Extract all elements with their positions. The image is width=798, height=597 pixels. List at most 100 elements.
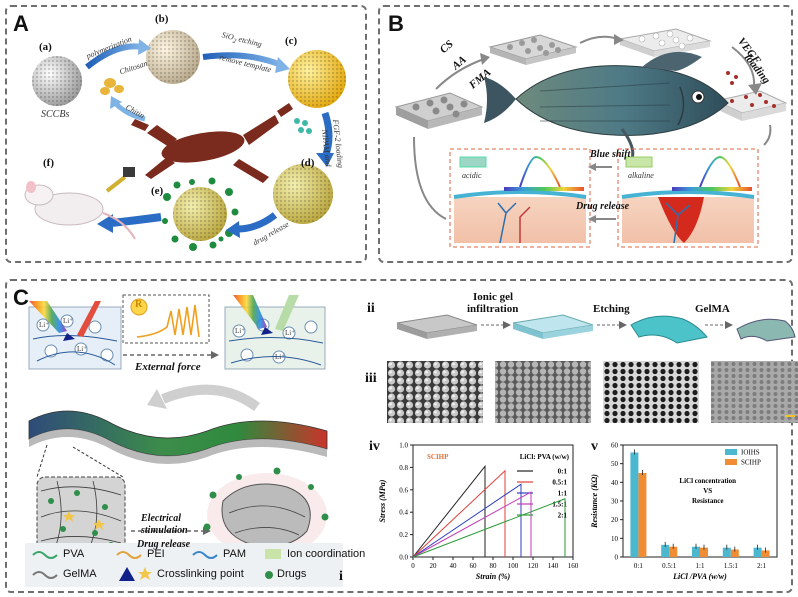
x-tick-label: 20 — [430, 562, 438, 570]
fgf2-dots — [294, 118, 312, 134]
arrow-d-e — [236, 212, 278, 233]
sub-iii-label: iii — [365, 371, 377, 386]
panel-a-letter: A — [13, 11, 29, 36]
y-tick-label: 0.2 — [399, 531, 408, 539]
arrow-right-to-alkaline — [763, 124, 772, 146]
chart-annotation: LiCl concentration — [679, 477, 736, 485]
y-tick-label: 0 — [615, 554, 619, 562]
y-axis-label: Stress (MPa) — [378, 479, 387, 522]
sub-iv-label: iv — [369, 439, 380, 454]
x-tick-label: 160 — [568, 562, 579, 570]
sub-v-label: v — [591, 439, 598, 454]
li-ion-1: Li⁺ — [39, 321, 49, 329]
network-top-right — [224, 295, 326, 370]
series-line-1:1 — [412, 483, 522, 558]
hydrogel-band — [28, 410, 328, 465]
legend-label-0.5:1: 0.5:1 — [552, 479, 567, 487]
sem-image-3 — [603, 361, 699, 423]
legend-crosslinking-point: Crosslinking point — [157, 568, 244, 580]
x-tick-label: 1.5:1 — [724, 562, 739, 570]
y-tick-label: 40 — [611, 479, 619, 487]
step-b-label: (b) — [155, 13, 169, 25]
y-tick-label: 0.8 — [399, 464, 408, 472]
legend-pei: PEI — [147, 548, 165, 560]
arrow-left — [435, 58, 485, 90]
panel-c: C — [5, 279, 798, 593]
curved-arrow — [161, 384, 260, 412]
y-tick-label: 10 — [611, 535, 619, 543]
legend-swatch-IOIHS — [725, 449, 737, 455]
panel-b-graphics — [394, 28, 788, 248]
arrow-to-left-slab — [413, 136, 447, 220]
sem-image-4 — [711, 361, 798, 423]
legend-label-SCIHP: SCIHP — [741, 459, 761, 467]
released-network — [203, 467, 329, 563]
step-e-label: (e) — [151, 185, 164, 197]
x-tick-label: 0 — [411, 562, 415, 570]
crayfish-image — [131, 103, 293, 183]
slab-right — [714, 90, 788, 121]
step-c-label: (c) — [285, 35, 298, 47]
x-tick-label: 2:1 — [757, 562, 766, 570]
panel-c-left-graphics — [25, 294, 343, 587]
alkaline-label: alkaline — [628, 171, 654, 180]
legend-label-0:1: 0:1 — [558, 468, 568, 476]
x-tick-label: 100 — [508, 562, 519, 570]
bar-SCIHP-0.5:1 — [669, 546, 678, 557]
acidic-box — [449, 148, 591, 248]
sccbs-label: SCCBs — [41, 109, 70, 120]
legend-ion-coordination: Ion coordination — [287, 548, 366, 560]
sphere-d — [273, 164, 333, 224]
step-f-label: (f) — [43, 157, 54, 169]
arrow-right-down — [731, 46, 756, 88]
fish-image — [484, 51, 729, 167]
li-ion-2: Li⁺ — [63, 317, 73, 325]
sphere-a — [32, 56, 82, 106]
y-tick-label: 60 — [611, 442, 619, 450]
mouse-image — [24, 167, 136, 240]
arrow-chitin — [113, 101, 146, 122]
infiltration-label: infiltration — [467, 303, 519, 315]
magnified-box — [36, 444, 126, 556]
step-a-label: (a) — [39, 41, 52, 53]
arrow-top — [579, 35, 619, 44]
panel-b: B — [378, 5, 793, 263]
series-line-0.5:1 — [412, 469, 506, 558]
legend-drugs: Drugs — [277, 568, 307, 580]
reflection-spectrum-box — [122, 294, 210, 344]
y-tick-label: 0.4 — [399, 509, 408, 517]
y-axis-label: Resistance (KΩ) — [590, 474, 599, 529]
legend-label-1:1: 1:1 — [558, 490, 568, 498]
y-tick-label: 20 — [611, 516, 619, 524]
bar-IOIHS-0.5:1 — [661, 544, 670, 557]
gelma-label: GelMA — [695, 303, 730, 315]
bar-SCIHP-2:1 — [761, 550, 770, 557]
chart-annotation: VS — [703, 487, 712, 495]
y-tick-label: 0.0 — [399, 554, 408, 562]
external-force-label: External force — [135, 361, 201, 373]
arrow-b-c — [202, 52, 283, 68]
li-ion-4: Li⁺ — [235, 327, 245, 335]
arrow-a-b — [85, 43, 142, 70]
legend-label-IOIHS: IOIHS — [741, 449, 760, 457]
legend-title: LiCl: PVA (w/w) — [520, 453, 570, 461]
ionic-gel-label: Ionic gel — [473, 291, 514, 303]
y-tick-label: 0.6 — [399, 486, 408, 494]
li-ion-3: Li⁺ — [77, 345, 87, 353]
x-tick-label: 0.5:1 — [662, 562, 677, 570]
legend-swatch-SCIHP — [725, 459, 737, 465]
vegf-dots — [726, 71, 738, 85]
li-ion-5: Li⁺ — [285, 329, 295, 337]
sub-ii-label: ii — [367, 301, 375, 316]
legend-pam: PAM — [223, 548, 247, 560]
panel-c-letter: C — [13, 285, 29, 310]
slab-top-right — [618, 28, 712, 57]
bar-IOIHS-1.5:1 — [722, 547, 731, 557]
r-label: R — [135, 299, 143, 310]
y-tick-label: 1.0 — [399, 442, 408, 450]
blue-shift-label: Blue shift — [590, 149, 631, 160]
series-line-1.5:1 — [412, 491, 532, 558]
x-tick-label: 140 — [548, 562, 559, 570]
